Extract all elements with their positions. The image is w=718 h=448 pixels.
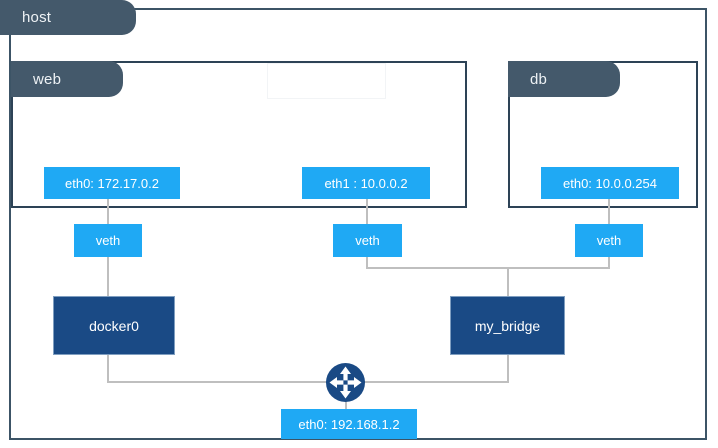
line-web-eth0-to-veth — [107, 199, 109, 224]
line-bus-to-my-bridge — [507, 267, 509, 296]
line-veth-right-stub — [608, 257, 610, 269]
line-veth-bus — [366, 267, 610, 269]
interface-web-eth1[interactable]: eth1 : 10.0.0.2 — [302, 167, 430, 199]
interface-web-eth1-label: eth1 : 10.0.0.2 — [324, 175, 408, 191]
veth-right-label: veth — [596, 233, 622, 248]
container-tab-db: db — [508, 61, 620, 97]
container-box-web — [11, 61, 467, 208]
container-tab-web-label: web — [33, 70, 62, 88]
interface-db-eth0-label: eth0: 10.0.0.254 — [563, 175, 657, 191]
veth-middle-label: veth — [355, 233, 380, 248]
container-tab-db-label: db — [530, 70, 548, 88]
line-veth-to-docker0 — [107, 257, 109, 296]
router-icon[interactable] — [325, 362, 366, 403]
veth-left-label: veth — [95, 233, 121, 248]
line-my-bridge-down — [507, 355, 509, 383]
container-tab-web: web — [11, 61, 123, 97]
interface-web-eth0[interactable]: eth0: 172.17.0.2 — [44, 167, 180, 199]
empty-placeholder-box — [267, 63, 386, 99]
host-tab: host — [0, 0, 136, 35]
interface-host-eth0[interactable]: eth0: 192.168.1.2 — [281, 409, 417, 439]
veth-middle[interactable]: veth — [333, 224, 402, 257]
line-my-bridge-to-router — [354, 381, 508, 383]
line-docker0-to-router — [107, 381, 337, 383]
veth-left[interactable]: veth — [74, 224, 142, 257]
line-web-eth1-to-veth — [366, 199, 368, 224]
bridge-my-bridge-label: my_bridge — [474, 317, 541, 334]
veth-right[interactable]: veth — [575, 224, 643, 257]
interface-db-eth0[interactable]: eth0: 10.0.0.254 — [541, 167, 679, 199]
host-tab-label: host — [22, 9, 52, 26]
interface-web-eth0-label: eth0: 172.17.0.2 — [65, 175, 159, 191]
bridge-docker0-label: docker0 — [89, 317, 139, 334]
bridge-my-bridge[interactable]: my_bridge — [450, 296, 565, 355]
bridge-docker0[interactable]: docker0 — [53, 296, 175, 355]
line-docker0-down — [107, 355, 109, 383]
line-router-to-host-eth0 — [345, 399, 347, 411]
line-veth-mid-stub — [366, 257, 368, 269]
line-db-eth0-to-veth — [608, 199, 610, 224]
interface-host-eth0-label: eth0: 192.168.1.2 — [298, 416, 400, 432]
